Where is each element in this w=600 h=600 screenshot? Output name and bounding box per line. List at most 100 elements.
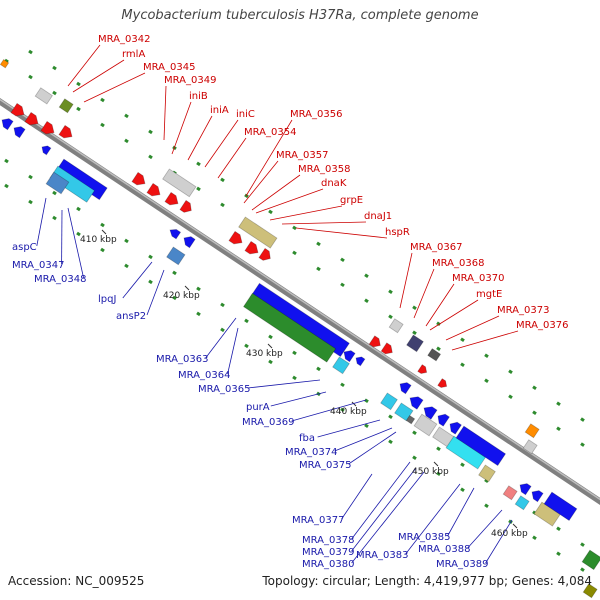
dash-tick — [412, 305, 417, 311]
feature-box — [478, 464, 496, 483]
label-leader — [171, 101, 192, 155]
dash-tick — [244, 343, 249, 349]
label-leader — [245, 119, 293, 197]
feature-box — [45, 171, 70, 195]
dash-tick — [532, 535, 537, 540]
label-leader — [122, 261, 153, 299]
forward-gene-arrow — [40, 120, 55, 135]
reverse-gene-arrow — [531, 490, 544, 503]
forward-gene-arrow — [228, 230, 243, 245]
dash-tick — [124, 263, 129, 269]
dash-tick — [268, 209, 273, 215]
scale-tick — [433, 461, 439, 467]
reverse-gene-label: MRA_0348 — [34, 274, 86, 285]
dash-tick — [100, 247, 105, 253]
dash-tick — [76, 231, 81, 237]
dash-tick — [580, 417, 585, 422]
reverse-gene-label: MRA_0385 — [398, 532, 450, 543]
reverse-gene-label: MRA_0389 — [436, 559, 488, 570]
dash-tick — [556, 551, 561, 556]
dash-tick — [196, 186, 201, 192]
scale-label: 430 kbp — [246, 349, 283, 359]
feature-box — [502, 485, 518, 501]
reverse-gene-arrow — [355, 356, 366, 367]
dash-tick — [364, 298, 369, 304]
forward-gene-label: MRA_0349 — [164, 75, 216, 86]
dash-tick — [76, 206, 81, 212]
dash-tick — [220, 202, 225, 208]
forward-gene-label: MRA_0358 — [298, 164, 350, 175]
label-leader — [281, 221, 367, 225]
accession-text: Accession: NC_009525 — [8, 574, 145, 588]
forward-gene-arrow — [10, 102, 25, 117]
reverse-gene-label: MRA_0347 — [12, 260, 64, 271]
forward-gene-label: MRA_0373 — [497, 305, 549, 316]
label-leader — [83, 72, 146, 103]
dash-tick — [508, 369, 513, 374]
label-leader — [217, 137, 247, 179]
backbone-layer — [0, 98, 600, 505]
dash-tick — [412, 455, 417, 461]
reverse-gene-arrow — [409, 396, 424, 410]
dash-tick — [4, 183, 9, 189]
dash-tick — [556, 526, 561, 531]
reverse-gene-label: MRA_0375 — [299, 460, 351, 471]
dash-tick — [556, 401, 561, 406]
dash-tick — [388, 289, 393, 295]
dash-tick — [460, 487, 465, 492]
reverse-gene-label: MRA_0363 — [156, 354, 208, 365]
reverse-gene-label: MRA_0379 — [302, 547, 354, 558]
dash-tick — [220, 327, 225, 333]
forward-gene-arrow — [24, 111, 39, 126]
dash-tick — [220, 177, 225, 183]
dash-tick — [340, 382, 345, 388]
scale-tick — [267, 343, 273, 349]
dash-tick — [340, 257, 345, 263]
label-leader — [485, 519, 513, 564]
label-leader — [295, 227, 388, 239]
dash-tick — [52, 215, 57, 221]
scale-label: 450 kbp — [412, 467, 449, 477]
feature-box — [34, 87, 53, 105]
dash-tick — [100, 122, 105, 128]
feature-box — [405, 414, 416, 425]
dash-tick — [388, 414, 393, 420]
backbone-highlight — [0, 98, 600, 501]
reverse-gene-arrow — [399, 382, 412, 395]
dash-tick — [148, 129, 153, 135]
feature-box — [243, 292, 337, 363]
feature-box — [332, 356, 350, 375]
label-leader — [445, 315, 500, 341]
reverse-gene-arrow — [423, 406, 438, 420]
reverse-gene-arrow — [519, 483, 532, 496]
label-leader — [351, 471, 425, 564]
label-leader — [447, 487, 475, 537]
reverse-gene-label: purA — [246, 402, 270, 413]
dash-tick — [292, 375, 297, 381]
forward-gene-label: dnaJ1 — [364, 211, 392, 222]
forward-gene-label: MRA_0370 — [452, 273, 504, 284]
label-leader — [351, 461, 411, 540]
dash-tick — [196, 161, 201, 167]
dash-tick — [124, 138, 129, 144]
label-leader — [405, 483, 461, 555]
dash-tick — [28, 199, 33, 205]
forward-gene-label: MRA_0357 — [276, 150, 328, 161]
label-leader — [451, 330, 519, 351]
label-leader — [269, 205, 343, 221]
reverse-gene-label: MRA_0378 — [302, 535, 354, 546]
feature-box — [380, 392, 398, 411]
dash-tick — [436, 471, 441, 477]
dash-tick — [340, 407, 345, 413]
forward-gene-arrow — [179, 199, 192, 213]
forward-gene-label: iniC — [236, 109, 255, 120]
forward-gene-label: iniA — [210, 105, 229, 116]
dash-tick — [460, 337, 465, 342]
label-leader — [425, 283, 455, 327]
reverse-gene-label: MRA_0364 — [178, 370, 230, 381]
feature-box — [162, 168, 197, 198]
dash-tick — [124, 238, 129, 244]
dash-tick — [364, 423, 369, 429]
scale-tick — [512, 523, 518, 529]
